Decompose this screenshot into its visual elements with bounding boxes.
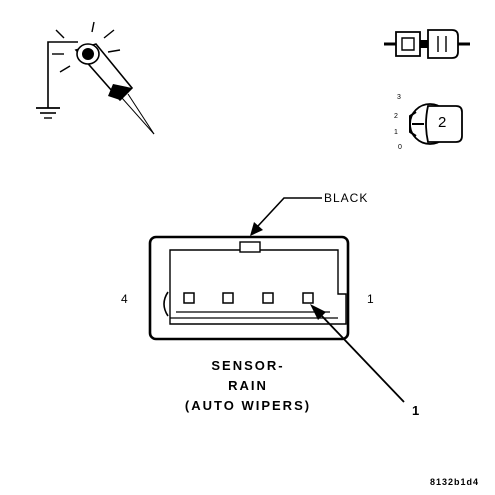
- connector-name: SENSOR- RAIN (AUTO WIPERS): [168, 356, 328, 416]
- key-position-0: 0: [398, 144, 402, 151]
- connector-name-line-2: RAIN: [228, 378, 268, 393]
- wire-color-label: BLACK: [324, 191, 369, 205]
- figure-code: 8132b1d4: [430, 477, 480, 487]
- callout-number: 1: [412, 403, 420, 418]
- key-position-2: 2: [394, 113, 398, 120]
- key-position-1: 1: [394, 129, 398, 136]
- key-position-3: 3: [397, 94, 401, 101]
- pin-number-left: 4: [121, 292, 128, 306]
- connector-name-line-3: (AUTO WIPERS): [184, 398, 312, 413]
- connector-name-line-1: SENSOR-: [211, 358, 285, 373]
- pin-number-right: 1: [367, 292, 374, 306]
- key-position-badge: 2: [438, 114, 447, 131]
